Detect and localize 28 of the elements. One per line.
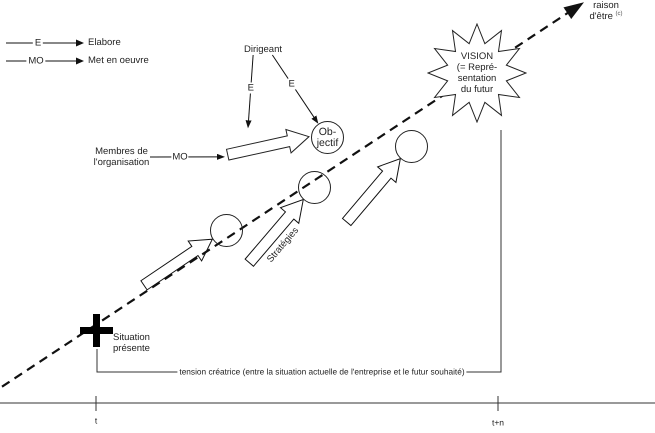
objective-text: Ob- jectif [316, 126, 340, 148]
edge-label: E [246, 82, 255, 94]
block-arrow [244, 198, 304, 267]
marker-caption: Situation présente [113, 332, 151, 354]
arrow [272, 54, 318, 124]
legend-key: E [32, 38, 44, 48]
legend-key: MO [26, 56, 46, 66]
block-arrow [342, 158, 401, 226]
block-arrow [140, 238, 214, 291]
legend-text: Met en oeuvre [88, 55, 149, 67]
purpose-label: raison d'être $^{(c)}$ [584, 0, 628, 22]
legend-text: Elabore [88, 37, 121, 49]
axis-tick-label: t+n [490, 418, 506, 428]
objective-circle [311, 121, 344, 154]
edge-label: MO [171, 151, 189, 162]
actor-label: Dirigeant [244, 44, 282, 55]
edge-label: E [288, 78, 296, 90]
axis-tick-label: t [94, 416, 98, 426]
cross-icon [80, 314, 114, 346]
milestone-circle [298, 170, 330, 204]
vision-star [427, 23, 527, 123]
arrow [246, 54, 254, 128]
milestone-circle [210, 214, 242, 246]
bracket-label: tension créatrice (entre la situation actuelle de l'entreprise et le futur souhaité) [177, 366, 467, 378]
actor-label: Membres de l'organisation [93, 146, 150, 168]
milestone-circle [394, 130, 428, 162]
block-arrow [225, 128, 310, 162]
vision-text: VISION (= Repré- sentation du futur [456, 51, 498, 95]
